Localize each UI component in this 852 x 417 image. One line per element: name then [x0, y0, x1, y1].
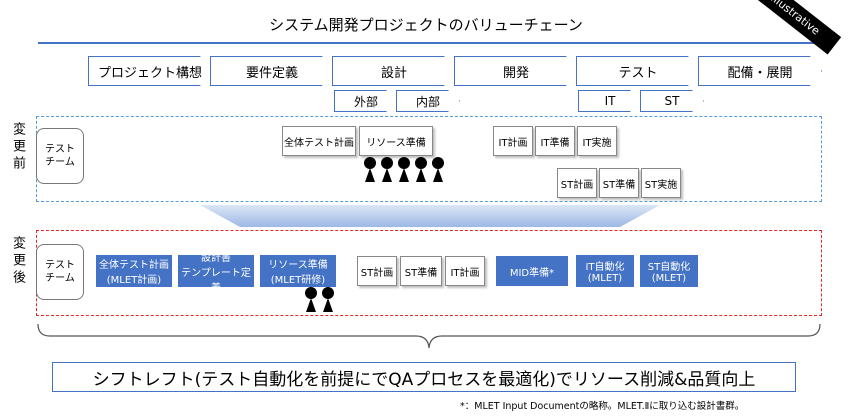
title-underline [38, 42, 818, 44]
conclusion-box: シフトレフト(テスト自動化を前提にでQAプロセスを最適化)でリソース削減&品質向… [52, 362, 796, 392]
after-task-it-automation: IT自動化 (MLET) [576, 255, 634, 287]
phase-test: テスト [576, 56, 700, 86]
phase-development-label: 開発 [502, 65, 529, 81]
after-task-overall-plan: 全体テスト計画 (MLET計画) [96, 255, 172, 287]
after-task-st-automation: ST自動化 (MLET) [640, 255, 698, 287]
after-label: 変更後 [10, 236, 25, 287]
after-team-tag: テスト チーム [36, 244, 84, 300]
test-it: IT [578, 90, 642, 112]
phase-design: 設計 [332, 56, 456, 86]
after-task-st-prep: ST準備 [400, 256, 442, 286]
test-it-label: IT [604, 94, 616, 108]
conclusion-text: シフトレフト(テスト自動化を前提にでQAプロセスを最適化)でリソース削減&品質向… [92, 369, 756, 390]
after-task-design-template: 設計書 テンプレート定義 [178, 253, 254, 294]
after-task-mid-prep: MID準備* [496, 256, 568, 286]
design-external-label: 外部 [353, 94, 378, 109]
phase-development: 開発 [454, 56, 578, 86]
design-internal-label: 内部 [415, 94, 440, 109]
phase-concept: プロジェクト構想 [88, 56, 212, 86]
diagram-title: システム開発プロジェクトのバリューチェーン [269, 16, 583, 34]
after-task-st-plan: ST計画 [357, 256, 397, 286]
test-st: ST [640, 90, 704, 112]
phase-requirements-label: 要件定義 [245, 65, 298, 81]
phase-deploy: 配備・展開 [698, 56, 822, 86]
brace-icon [37, 323, 821, 349]
before-task-it-prep: IT準備 [535, 126, 575, 156]
phase-design-label: 設計 [380, 65, 407, 81]
before-task-st-prep: ST準備 [599, 168, 639, 198]
before-task-it-plan: IT計画 [493, 126, 533, 156]
before-task-it-exec: IT実施 [577, 126, 617, 156]
design-external: 外部 [334, 90, 398, 112]
phase-test-label: テスト [618, 65, 658, 81]
after-task-it-plan: IT計画 [445, 256, 485, 286]
before-people-icon [364, 157, 444, 182]
before-task-st-exec: ST実施 [641, 168, 681, 198]
footnote: *：MLET Input Documentの略称。MLET.Ⅱに取り込む設計書群… [460, 401, 745, 412]
before-task-overall-plan: 全体テスト計画 [282, 126, 356, 156]
after-people-icon [305, 287, 334, 312]
after-task-resource-prep: リソース準備 (MLET研修) [260, 255, 336, 287]
phase-requirements: 要件定義 [210, 56, 334, 86]
before-label: 変更前 [10, 122, 25, 173]
phase-concept-label: プロジェクト構想 [97, 65, 202, 81]
before-team-tag: テスト チーム [36, 128, 84, 184]
before-task-st-plan: ST計画 [557, 168, 597, 198]
phase-deploy-label: 配備・展開 [727, 65, 793, 81]
transition-arrow-icon [200, 205, 660, 227]
test-st-label: ST [664, 94, 680, 108]
design-internal: 内部 [396, 90, 460, 112]
before-task-resource-prep: リソース準備 [359, 126, 433, 156]
